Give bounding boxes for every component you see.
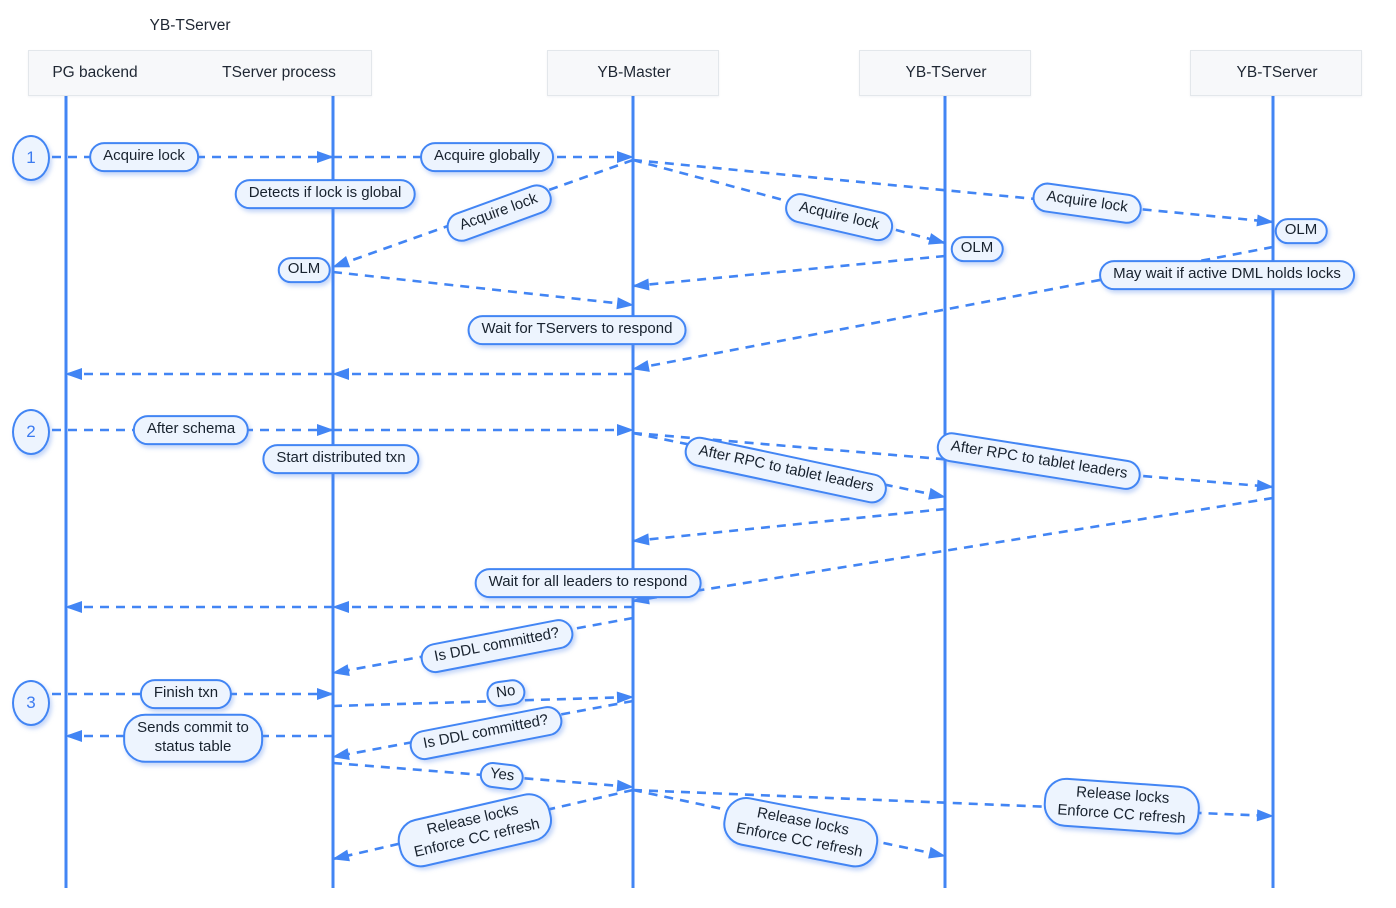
msg-ts1-olm-reply-to-master xyxy=(632,254,946,291)
label-may-wait-active-dml: May wait if active DML holds locks xyxy=(1099,260,1355,290)
actor-box-yb-tserver-2: YB-TServer xyxy=(1190,50,1362,96)
note-olm-tserver-process: OLM xyxy=(277,257,331,283)
label-acquire-lock-pg-tp: Acquire lock xyxy=(89,142,199,172)
label-finish-txn: Finish txn xyxy=(139,679,233,709)
step-circle-2: 2 xyxy=(12,409,50,455)
actor-label-yb-master: YB-Master xyxy=(597,64,671,81)
label-after-schema: After schema xyxy=(132,415,250,445)
actor-label-pg-backend: PG backend xyxy=(52,64,138,81)
label-sends-commit-line2: status table xyxy=(154,737,232,755)
msg-release-locks-master-to-tp xyxy=(332,788,634,862)
note-olm-yb-tserver-1: OLM xyxy=(950,236,1004,262)
step-circle-3: 3 xyxy=(12,680,50,726)
msg-acquire-lock-master-to-tp xyxy=(332,158,634,269)
msg-ts1-leader-reply-to-master xyxy=(632,507,946,546)
msg-tp-olm-reply-to-master xyxy=(332,270,634,310)
actor-box-yb-tserver-group: PG backend TServer process xyxy=(28,50,372,96)
group-title-yb-tserver: YB-TServer xyxy=(149,17,231,34)
note-detects-if-lock-global: Detects if lock is global xyxy=(234,179,416,209)
actor-box-yb-tserver-1: YB-TServer xyxy=(859,50,1031,96)
note-olm-yb-tserver-2: OLM xyxy=(1274,218,1328,244)
msg-ts2-may-wait-reply-to-master xyxy=(632,245,1274,372)
step-circle-1: 1 xyxy=(12,135,50,181)
actor-label-tserver-process: TServer process xyxy=(222,64,336,81)
label-acquire-globally: Acquire globally xyxy=(420,142,554,172)
note-start-distributed-txn: Start distributed txn xyxy=(262,444,420,474)
msg-after-rpc-master-to-ts1 xyxy=(632,431,946,500)
msg-no-tp-to-master xyxy=(332,691,634,708)
actor-label-yb-tserver-1: YB-TServer xyxy=(905,64,987,81)
msg-acquire-lock-master-to-ts2 xyxy=(632,158,1274,227)
label-sends-commit-line1: Sends commit to xyxy=(137,718,249,736)
note-wait-for-all-leaders: Wait for all leaders to respond xyxy=(474,568,702,598)
note-wait-for-tservers: Wait for TServers to respond xyxy=(467,315,687,345)
msg-ts2-leader-reply-to-master xyxy=(632,496,1274,605)
label-sends-commit-to-status-table: Sends commit to status table xyxy=(123,713,263,763)
actor-label-yb-tserver-2: YB-TServer xyxy=(1236,64,1318,81)
msg-release-locks-master-to-ts1 xyxy=(632,788,946,859)
actor-box-yb-master: YB-Master xyxy=(547,50,719,96)
